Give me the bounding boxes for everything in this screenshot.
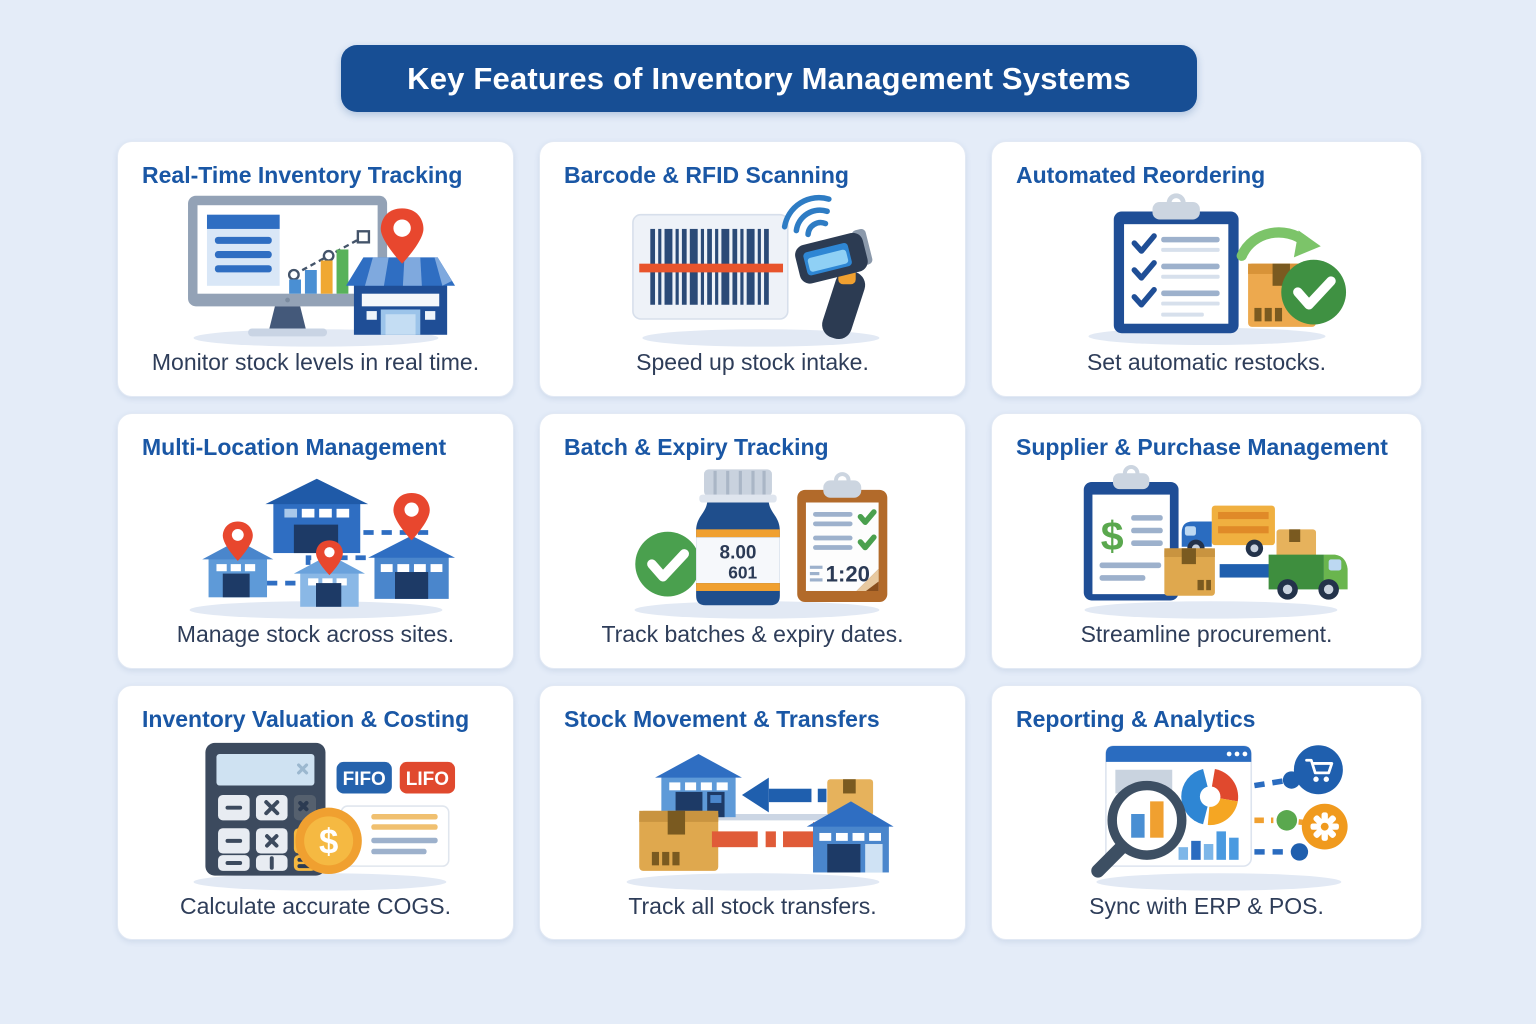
card-description: Sync with ERP & POS. bbox=[1089, 893, 1324, 919]
multi-location-icon bbox=[189, 478, 455, 619]
card-batch-expiry-tracking: Batch & Expiry Tracking bbox=[539, 413, 966, 669]
check-circle-icon bbox=[634, 531, 700, 597]
location-pin-icon bbox=[380, 208, 423, 264]
calculator-coin-illustration: FIFO LIFO $ bbox=[118, 733, 513, 893]
mini-bar-chart-icon bbox=[1178, 831, 1239, 860]
card-description: Speed up stock intake. bbox=[636, 349, 869, 375]
bar-chart-icon bbox=[288, 249, 348, 294]
card-title: Supplier & Purchase Management bbox=[1016, 434, 1388, 460]
warehouse-right-icon bbox=[367, 535, 455, 599]
cart-circle-icon bbox=[1293, 745, 1343, 795]
magnifier-icon bbox=[1090, 780, 1186, 878]
delivery-truck-icon bbox=[1268, 529, 1348, 600]
transit-boxes-icon bbox=[826, 779, 873, 816]
card-inventory-valuation-costing: Inventory Valuation & Costing bbox=[117, 685, 514, 940]
stock-transfer-icon bbox=[626, 753, 894, 891]
title-banner: Key Features of Inventory Management Sys… bbox=[341, 45, 1197, 112]
wifi-waves-icon bbox=[781, 194, 832, 238]
card-description: Track batches & expiry dates. bbox=[601, 621, 904, 647]
dollar-coin-icon: $ bbox=[294, 807, 362, 875]
supplier-truck-icon bbox=[1181, 505, 1275, 558]
card-title: Multi-Location Management bbox=[142, 434, 447, 460]
reorder-arrowhead bbox=[1293, 230, 1321, 258]
lifo-badge: LIFO bbox=[399, 761, 455, 794]
card-title: Reporting & Analytics bbox=[1016, 706, 1256, 732]
svg-text:$: $ bbox=[318, 824, 337, 862]
card-title: Batch & Expiry Tracking bbox=[564, 434, 829, 460]
card-description: Track all stock transfers. bbox=[628, 893, 877, 919]
expiry-clipboard-icon: 1:20 bbox=[796, 472, 887, 603]
line-chart-icon bbox=[287, 230, 370, 281]
gear-circle-icon bbox=[1301, 803, 1348, 850]
purchase-order-clipboard-icon: $ bbox=[1083, 464, 1179, 601]
check-circle-icon bbox=[1280, 259, 1346, 325]
bottle-label-line1: 8.00 bbox=[719, 543, 756, 564]
card-automated-reordering: Automated Reordering bbox=[991, 141, 1422, 397]
barcode-icon bbox=[631, 213, 789, 320]
valuation-icon: FIFO LIFO $ bbox=[193, 742, 455, 891]
pill-bottle-icon: 8.00 601 bbox=[695, 469, 780, 606]
cost-sheet-icon bbox=[339, 805, 450, 867]
clipboard-checklist-icon bbox=[1113, 193, 1239, 334]
location-pin-icon bbox=[222, 493, 430, 576]
monitor-icon bbox=[187, 195, 387, 337]
card-reporting-analytics: Reporting & Analytics bbox=[991, 685, 1422, 940]
card-description: Manage stock across sites. bbox=[176, 621, 455, 647]
reorder-icon bbox=[1088, 193, 1346, 346]
card-supplier-purchase-management: Supplier & Purchase Management $ bbox=[991, 413, 1422, 669]
card-real-time-inventory-tracking: Real-Time Inventory Tracking bbox=[117, 141, 514, 397]
barcode-scanner-icon bbox=[631, 194, 879, 347]
bottle-label-line2: 601 bbox=[728, 562, 757, 582]
bottle-clipboard-illustration: 8.00 601 bbox=[540, 461, 965, 621]
card-title: Automated Reordering bbox=[1016, 162, 1266, 188]
card-title: Inventory Valuation & Costing bbox=[142, 706, 470, 732]
barcode-scanner-illustration bbox=[540, 189, 965, 349]
clipboard-trucks-illustration: $ bbox=[992, 461, 1421, 621]
scan-line bbox=[638, 263, 783, 273]
monitor-and-store-icon bbox=[187, 195, 455, 347]
card-description: Streamline procurement. bbox=[1080, 621, 1333, 647]
inbound-arrow-icon bbox=[741, 777, 838, 813]
feature-card-grid: Real-Time Inventory Tracking bbox=[117, 141, 1422, 940]
store-icon bbox=[345, 257, 455, 335]
batch-expiry-icon: 8.00 601 bbox=[634, 469, 887, 619]
scanner-gun-icon bbox=[794, 228, 872, 340]
analytics-icon bbox=[1090, 745, 1348, 891]
package-box-icon bbox=[638, 810, 718, 871]
card-description: Calculate accurate COGS. bbox=[179, 893, 451, 919]
expiry-value: 1:20 bbox=[825, 562, 869, 587]
dashboard-magnifier-integrations-illustration bbox=[992, 733, 1421, 893]
page-title: Key Features of Inventory Management Sys… bbox=[407, 60, 1131, 96]
card-title: Real-Time Inventory Tracking bbox=[142, 162, 463, 188]
warehouse-main-icon bbox=[264, 478, 368, 554]
supplier-purchase-icon: $ bbox=[1083, 464, 1348, 619]
checklist-box-check-illustration bbox=[992, 189, 1421, 349]
svg-text:LIFO: LIFO bbox=[405, 769, 448, 790]
warehouses-pins-illustration bbox=[118, 461, 513, 621]
card-title: Stock Movement & Transfers bbox=[564, 706, 880, 732]
card-description: Monitor stock levels in real time. bbox=[151, 349, 480, 375]
package-box-icon bbox=[1163, 548, 1215, 596]
warehouse-transfer-arrows-illustration bbox=[540, 733, 965, 893]
donut-chart-icon bbox=[1180, 768, 1238, 826]
card-stock-movement-transfers: Stock Movement & Transfers bbox=[539, 685, 966, 940]
fifo-badge: FIFO bbox=[336, 761, 392, 794]
card-barcode-rfid-scanning: Barcode & RFID Scanning bbox=[539, 141, 966, 397]
dollar-sign: $ bbox=[1100, 513, 1123, 559]
warehouse-left-icon bbox=[201, 540, 273, 598]
card-multi-location-management: Multi-Location Management bbox=[117, 413, 514, 669]
warehouse-destination-icon bbox=[806, 801, 894, 873]
monitor-and-store-illustration bbox=[118, 189, 513, 349]
svg-text:FIFO: FIFO bbox=[342, 769, 385, 790]
card-title: Barcode & RFID Scanning bbox=[564, 162, 849, 188]
warehouse-source-icon bbox=[654, 753, 742, 818]
card-description: Set automatic restocks. bbox=[1086, 349, 1327, 375]
